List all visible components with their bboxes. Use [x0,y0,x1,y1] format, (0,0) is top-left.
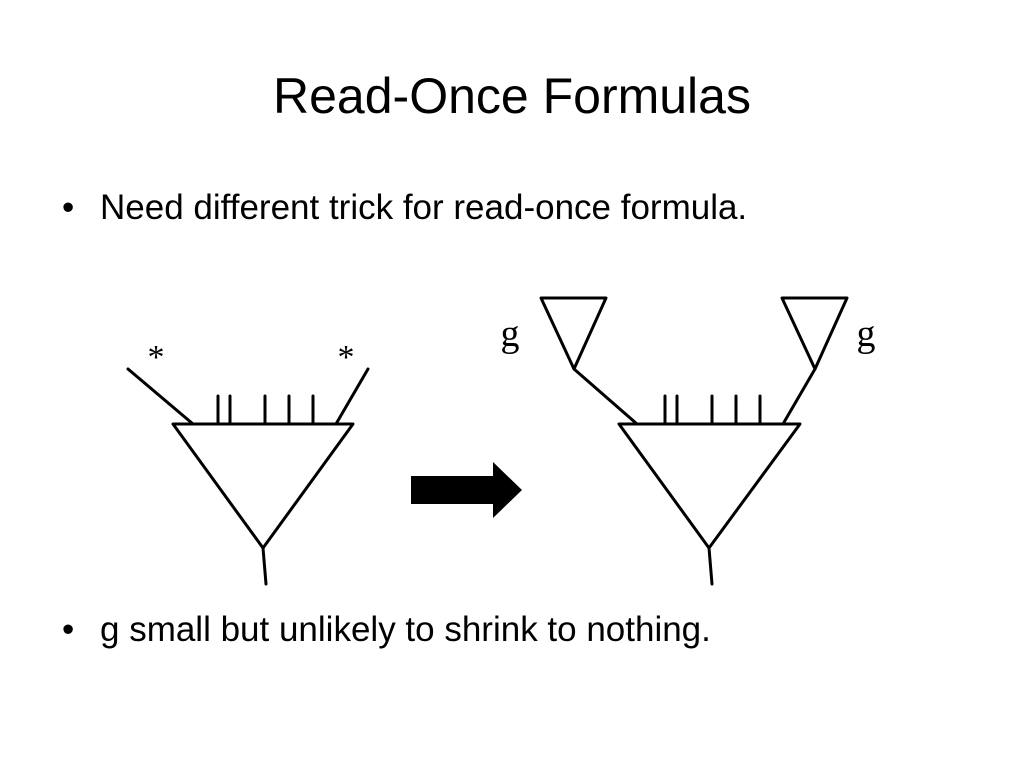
bullet-text: Need different trick for read-once formu… [100,188,748,227]
right-input-wire-g-right [781,367,817,426]
left-output-wire [261,546,268,586]
left-star-label: * [148,339,165,376]
bullet-item: • Need different trick for read-once form… [62,187,747,229]
right-g-label: g [857,313,876,355]
bullet-dot-icon: • [62,610,75,649]
slide-title: Read-Once Formulas [273,68,751,124]
right-g-subtree-triangle [780,296,849,371]
right-star-label: * [338,339,355,376]
left-g-label: g [501,313,520,355]
left-g-subtree-triangle [539,296,608,371]
left-input-wire-star-right [334,367,370,426]
right-output-wire [707,546,714,586]
right-input-wire-g-left [572,367,639,426]
right-formula-triangle [617,422,802,550]
bullet-item: • g small but unlikely to shrink to nothi… [62,609,711,651]
left-formula-triangle [171,422,355,550]
bullet-text: g small but unlikely to shrink to nothin… [100,610,711,649]
right-arrow-icon [411,462,522,518]
right-formula-tree: g g [501,296,876,586]
bullet-dot-icon: • [62,188,75,227]
left-input-wire-star-left [126,367,195,426]
left-formula-tree: * * [126,339,370,586]
